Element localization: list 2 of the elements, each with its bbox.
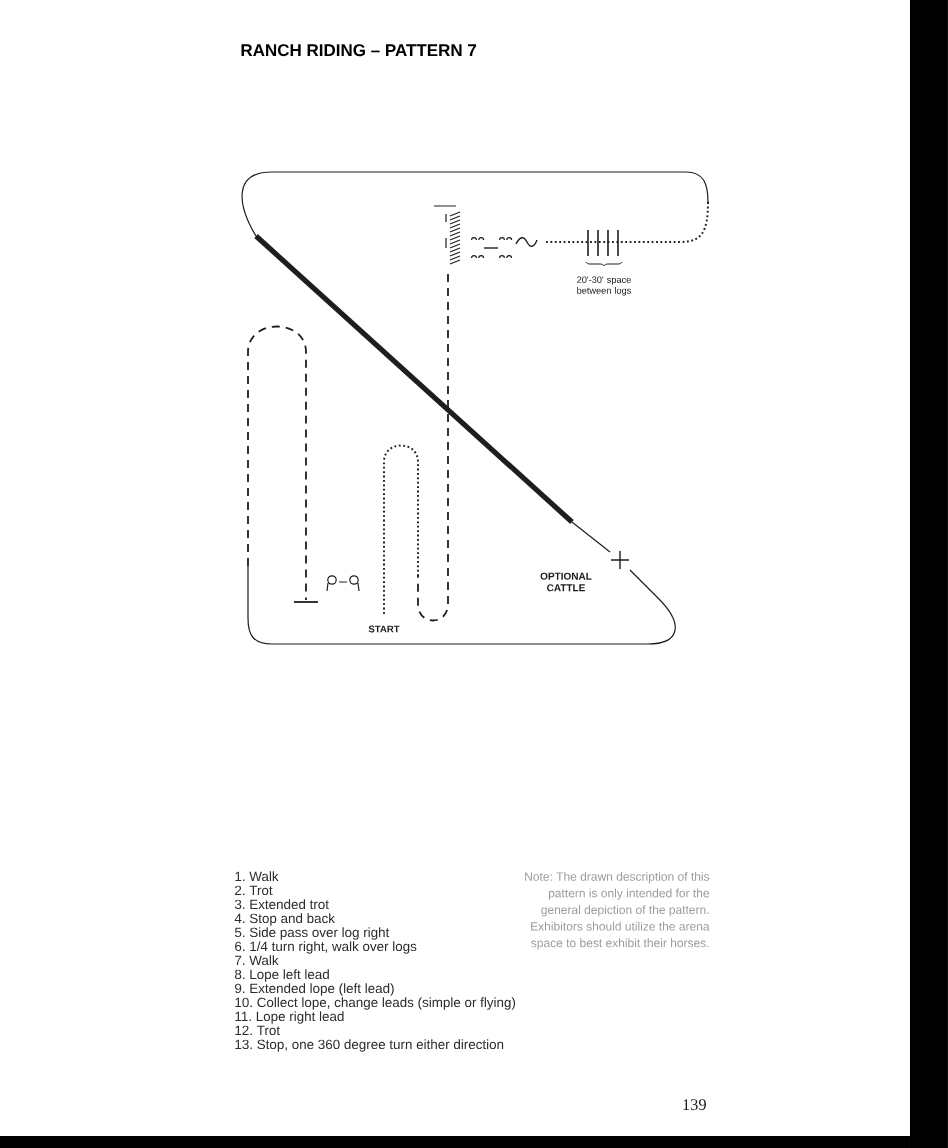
page-number: 139	[683, 1099, 706, 1111]
page-title: RANCH RIDING – PATTERN 7	[241, 44, 477, 57]
